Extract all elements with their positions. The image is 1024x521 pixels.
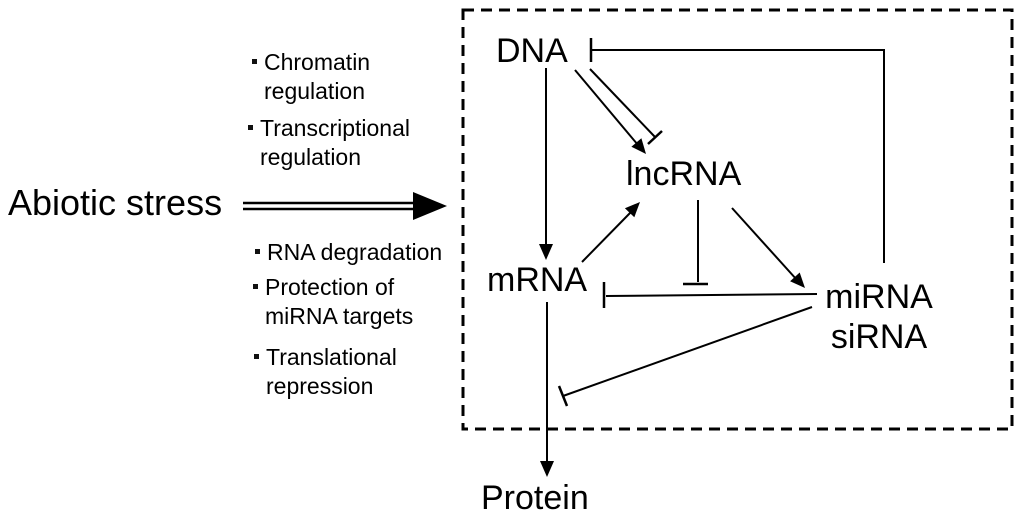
mechanism-line: miRNA targets xyxy=(265,303,414,329)
mechanism-item-rna-degradation: RNA degradation xyxy=(255,238,442,267)
arrowhead-icon xyxy=(624,202,640,218)
mechanism-item-chromatin: Chromatin regulation xyxy=(252,48,370,106)
nucleus-dashed-box xyxy=(461,8,1014,431)
mechanism-line: Transcriptional xyxy=(260,115,410,141)
edge-mirna-inhibits-mrna xyxy=(602,282,818,308)
bullet-icon xyxy=(255,249,260,254)
abiotic-stress-label: Abiotic stress xyxy=(8,182,223,223)
node-mirna: miRNA xyxy=(825,278,933,316)
arrowhead-icon xyxy=(413,192,447,220)
node-protein: Protein xyxy=(481,479,589,517)
bullet-icon xyxy=(254,354,259,359)
mechanism-line: regulation xyxy=(264,78,366,104)
node-mirna-sirna: miRNA siRNA xyxy=(824,277,934,357)
arrowhead-icon xyxy=(790,272,805,288)
node-dna: DNA xyxy=(496,32,568,70)
mechanism-line: repression xyxy=(266,373,374,399)
edge-stress-double-arrow xyxy=(243,192,447,220)
edge-dna-inhibits-lncrna xyxy=(589,68,663,145)
bullet-icon xyxy=(253,284,258,289)
mechanism-line: Translational xyxy=(266,344,397,370)
node-lncrna: lncRNA xyxy=(626,155,742,193)
edge-lncrna-inhibits-interaction xyxy=(683,200,708,286)
edge-mirna-inhibits-translation xyxy=(557,306,813,407)
arrowhead-icon xyxy=(539,244,553,260)
arrowhead-icon xyxy=(540,461,554,477)
mechanism-line: Protection of xyxy=(265,274,395,300)
bullet-icon xyxy=(248,125,253,130)
edge-dna-to-mrna xyxy=(539,68,553,260)
mechanism-item-protection: Protection of miRNA targets xyxy=(253,273,413,331)
tbar-icon xyxy=(647,130,663,145)
bullet-icon xyxy=(252,59,257,64)
node-sirna: siRNA xyxy=(830,318,928,356)
edge-mrna-to-lncrna xyxy=(581,202,640,263)
mechanism-line: RNA degradation xyxy=(267,239,443,265)
arrowhead-icon xyxy=(631,138,646,154)
mechanism-line: regulation xyxy=(260,144,362,170)
mechanism-item-translational: Translational repression xyxy=(254,343,397,401)
edge-lncrna-to-mirna xyxy=(731,207,805,288)
edge-mrna-to-protein xyxy=(540,302,554,477)
tbar-icon xyxy=(557,385,569,407)
edge-mirna-inhibits-dna xyxy=(589,38,885,263)
node-mrna: mRNA xyxy=(487,261,588,299)
mechanism-item-transcriptional: Transcriptional regulation xyxy=(248,114,410,172)
edge-dna-to-lncrna-arrow xyxy=(574,69,646,154)
mechanism-line: Chromatin xyxy=(264,49,371,75)
